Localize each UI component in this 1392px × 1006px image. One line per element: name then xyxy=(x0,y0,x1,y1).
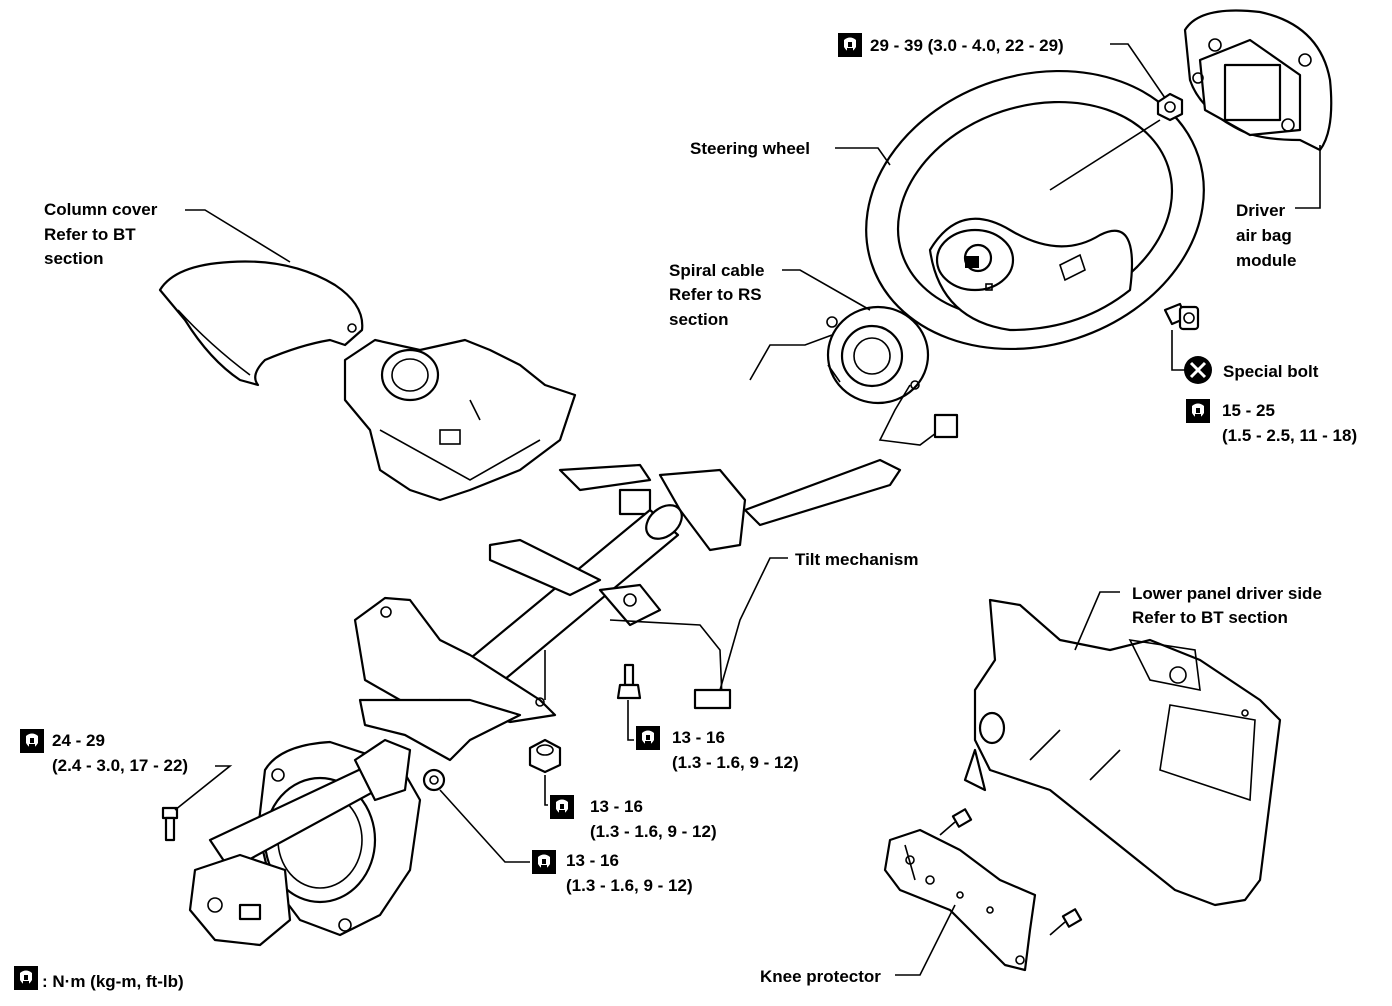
combination-switch xyxy=(558,458,902,552)
torque-left-line1: 24 - 29 xyxy=(52,731,105,750)
label-torque-top: 29 - 39 (3.0 - 4.0, 22 - 29) xyxy=(838,33,1064,57)
torque-wrench-icon xyxy=(550,795,574,819)
label-column-cover: Column cover Refer to BT section xyxy=(44,200,158,268)
leader-lines xyxy=(174,43,1321,976)
lower-panel-label-line1: Lower panel driver side xyxy=(1132,584,1322,603)
label-special-bolt: Special bolt xyxy=(1184,356,1319,384)
label-torque-nut: 13 - 16 (1.3 - 1.6, 9 - 12) xyxy=(550,795,717,841)
knee-bolt-upper xyxy=(939,808,973,836)
torque-left-line2: (2.4 - 3.0, 17 - 22) xyxy=(52,756,188,775)
tilt-mechanism-label: Tilt mechanism xyxy=(795,550,918,569)
torque-tilt-line2: (1.3 - 1.6, 9 - 12) xyxy=(672,753,799,772)
label-torque-special-bolt: 15 - 25 (1.5 - 2.5, 11 - 18) xyxy=(1186,399,1357,445)
torque-tilt-line1: 13 - 16 xyxy=(672,728,725,747)
driver-airbag-label-line1: Driver xyxy=(1236,201,1286,220)
spiral-cable xyxy=(749,305,959,446)
units-legend-text: : N·m (kg-m, ft-lb) xyxy=(42,972,184,991)
torque-top-text: 29 - 39 (3.0 - 4.0, 22 - 29) xyxy=(870,36,1064,55)
torque-wrench-icon xyxy=(838,33,862,57)
torque-special-bolt-line2: (1.5 - 2.5, 11 - 18) xyxy=(1222,426,1357,445)
label-spiral-cable: Spiral cable Refer to RS section xyxy=(669,261,764,329)
torque-wrench-icon xyxy=(532,850,556,874)
knee-bolt-lower xyxy=(1049,908,1083,936)
torque-nut-line2: (1.3 - 1.6, 9 - 12) xyxy=(590,822,717,841)
column-cover-upper xyxy=(158,260,364,387)
torque-nut-line1: 13 - 16 xyxy=(590,797,643,816)
column-cover-lower xyxy=(343,338,577,502)
bracket-nut xyxy=(422,768,446,792)
spiral-cable-label-line3: section xyxy=(669,310,729,329)
special-bolt-label: Special bolt xyxy=(1223,362,1319,381)
knee-protector-label: Knee protector xyxy=(760,967,881,986)
driver-airbag-label-line3: module xyxy=(1236,251,1296,270)
lower-shaft-assembly xyxy=(188,738,422,947)
torque-bracket-line1: 13 - 16 xyxy=(566,851,619,870)
special-bolt xyxy=(1163,302,1200,331)
lower-panel-driver-side xyxy=(963,598,1282,907)
steering-wheel xyxy=(865,69,1205,351)
airbag-nut xyxy=(1156,92,1184,122)
label-lower-panel: Lower panel driver side Refer to BT sect… xyxy=(1132,584,1322,627)
label-torque-tilt: 13 - 16 (1.3 - 1.6, 9 - 12) xyxy=(636,726,799,772)
torque-bracket-line2: (1.3 - 1.6, 9 - 12) xyxy=(566,876,693,895)
driver-airbag-label-line2: air bag xyxy=(1236,226,1292,245)
steering-wheel-label: Steering wheel xyxy=(690,139,810,158)
torque-wrench-icon xyxy=(20,729,44,753)
units-legend: : N·m (kg-m, ft-lb) xyxy=(14,966,184,991)
column-mounting-bracket xyxy=(353,596,557,762)
knee-protector xyxy=(883,828,1037,972)
torque-wrench-icon xyxy=(14,966,38,990)
lower-joint-bolt xyxy=(161,806,179,842)
do-not-reuse-icon xyxy=(1184,356,1212,384)
column-nut xyxy=(528,738,562,774)
label-torque-left: 24 - 29 (2.4 - 3.0, 17 - 22) xyxy=(20,729,188,775)
driver-airbag-module xyxy=(1183,9,1333,152)
torque-wrench-icon xyxy=(1186,399,1210,423)
column-cover-label-line2: Refer to BT xyxy=(44,225,136,244)
spiral-cable-label-line2: Refer to RS xyxy=(669,285,762,304)
spiral-cable-label-line1: Spiral cable xyxy=(669,261,764,280)
lower-panel-label-line2: Refer to BT section xyxy=(1132,608,1288,627)
torque-special-bolt-line1: 15 - 25 xyxy=(1222,401,1275,420)
torque-wrench-icon xyxy=(636,726,660,750)
label-driver-airbag: Driver air bag module xyxy=(1236,201,1296,270)
label-torque-bracket: 13 - 16 (1.3 - 1.6, 9 - 12) xyxy=(532,850,693,895)
tilt-bolt xyxy=(616,663,642,700)
column-cover-label-line1: Column cover xyxy=(44,200,158,219)
column-cover-label-line3: section xyxy=(44,249,104,268)
